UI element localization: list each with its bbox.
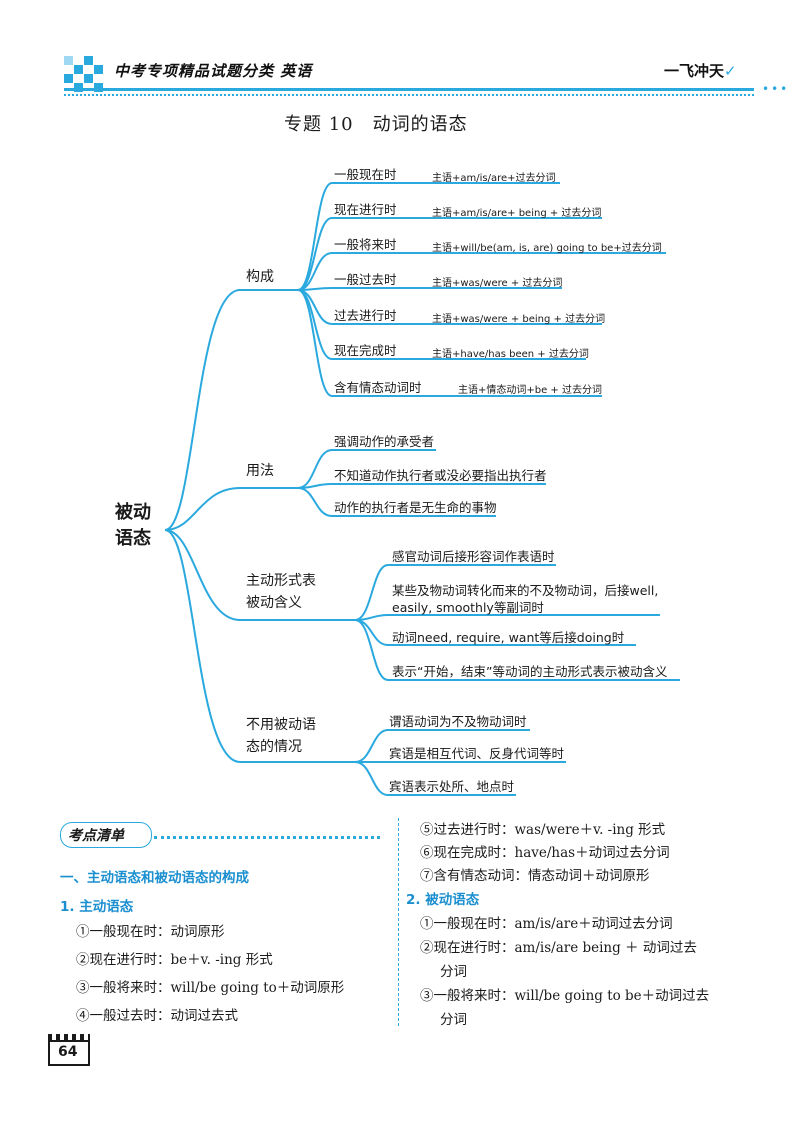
page-number-ornament <box>48 1034 90 1040</box>
active-form-item: 动词need, require, want等后接doing时 <box>392 630 625 645</box>
active-voice-item: ③一般将来时：will/be going to＋动词原形 <box>76 980 345 996</box>
active-form-item: 表示“开始，结束”等动词的主动形式表示被动含义 <box>392 664 668 679</box>
formation-tense-label: 含有情态动词时 <box>334 380 422 395</box>
active-voice-item: ⑤过去进行时：was/were＋v. -ing 形式 <box>420 822 666 838</box>
branch-active-form-passive-meaning: 主动形式表被动含义 <box>246 573 316 611</box>
branch-formation: 构成 <box>246 269 274 285</box>
checklist-dotted-rule <box>154 836 380 839</box>
passive-voice-item: ②现在进行时：am/is/are being ＋ 动词过去分词 <box>420 940 697 980</box>
active-voice-item: ②现在进行时：be＋v. -ing 形式 <box>76 952 273 968</box>
header-logo-squares <box>64 56 110 92</box>
formation-tense-label: 一般将来时 <box>334 237 397 252</box>
formation-formula: 主语+am/is/are+过去分词 <box>432 173 556 184</box>
formation-formula: 主语+was/were + 过去分词 <box>432 278 563 289</box>
page-number: 64 <box>58 1044 78 1060</box>
active-voice-item: ⑥现在完成时：have/has＋动词过去分词 <box>420 845 670 861</box>
formation-tense-label: 一般过去时 <box>334 272 397 287</box>
page-number-frame <box>48 1040 90 1066</box>
header-rule <box>64 88 754 91</box>
formation-tense-label: 现在完成时 <box>334 343 397 358</box>
passive-voice-item: ③一般将来时：will/be going to be＋动词过去分词 <box>420 988 710 1028</box>
formation-tense-label: 过去进行时 <box>334 308 397 323</box>
section-heading: 一、主动语态和被动语态的构成 <box>60 870 249 886</box>
mindmap-root: 被动语态 <box>115 502 151 549</box>
header-dots-ornament: ••• <box>762 82 790 96</box>
usage-item: 动作的执行者是无生命的事物 <box>334 500 497 515</box>
formation-formula: 主语+have/has been + 过去分词 <box>432 349 589 360</box>
checklist-tag: 考点清单 <box>68 828 124 844</box>
active-voice-item: ①一般现在时：动词原形 <box>76 924 225 940</box>
formation-formula: 主语+will/be(am, is, are) going to be+过去分词 <box>432 243 662 254</box>
branch-usage: 用法 <box>246 463 274 479</box>
column-divider <box>398 818 399 1026</box>
formation-formula: 主语+was/were + being + 过去分词 <box>432 314 606 325</box>
active-form-item: 感官动词后接形容词作表语时 <box>392 549 555 564</box>
formation-tense-label: 现在进行时 <box>334 202 397 217</box>
header-title: 中考专项精品试题分类 英语 <box>114 62 313 80</box>
no-passive-item: 宾语表示处所、地点时 <box>389 779 515 794</box>
active-form-item: 某些及物动词转化而来的不及物动词，后接well,easily, smoothly… <box>392 583 659 615</box>
active-voice-item: ⑦含有情态动词：情态动词＋动词原形 <box>420 868 650 884</box>
active-voice-item: ④一般过去时：动词过去式 <box>76 1008 238 1024</box>
header-dotted-rule <box>64 94 754 96</box>
usage-item: 不知道动作执行者或没必要指出执行者 <box>334 468 547 483</box>
branch-no-passive: 不用被动语态的情况 <box>246 717 316 755</box>
no-passive-item: 谓语动词为不及物动词时 <box>389 714 527 729</box>
passive-voice-item: ①一般现在时：am/is/are＋动词过去分词 <box>420 916 673 932</box>
formation-tense-label: 一般现在时 <box>334 167 397 182</box>
checklist-tag-frame <box>60 822 152 848</box>
active-voice-heading: 1. 主动语态 <box>60 899 134 915</box>
formation-formula: 主语+am/is/are+ being + 过去分词 <box>432 208 602 219</box>
no-passive-item: 宾语是相互代词、反身代词等时 <box>389 746 565 761</box>
topic-title: 专题 10 动词的语态 <box>284 114 468 135</box>
formation-formula: 主语+情态动词+be + 过去分词 <box>458 385 602 396</box>
passive-voice-heading: 2. 被动语态 <box>406 892 480 908</box>
usage-item: 强调动作的承受者 <box>334 434 435 449</box>
mindmap-connectors <box>164 182 680 796</box>
header-brand: 一飞冲天✓ <box>664 62 737 80</box>
